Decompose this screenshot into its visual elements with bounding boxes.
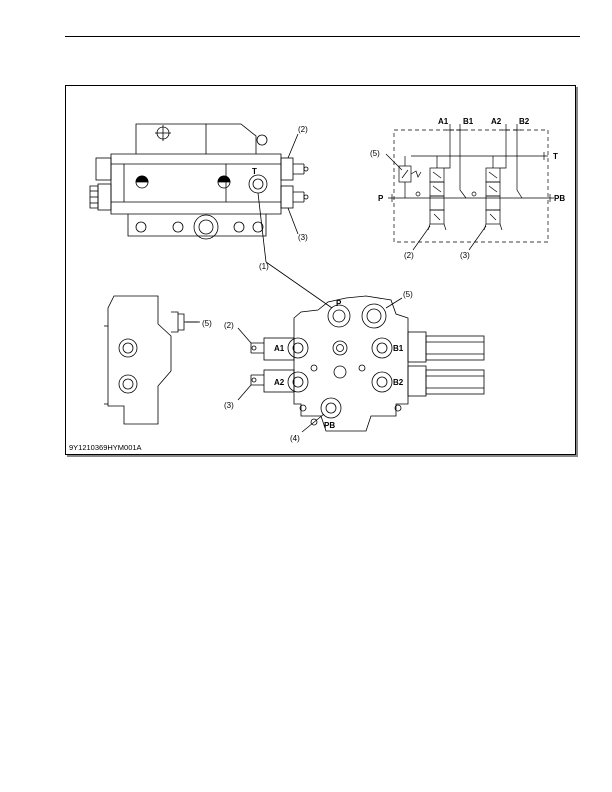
label-p-front: P (336, 299, 342, 308)
callout-2-schematic: (2) (404, 251, 414, 260)
callout-3-front: (3) (224, 401, 234, 410)
hydraulic-schematic (385, 124, 554, 251)
valve-side-view (89, 123, 309, 240)
label-pb-schematic: PB (554, 194, 565, 203)
callout-3-top: (3) (298, 233, 308, 242)
valve-front-view (237, 295, 485, 433)
label-b2-schematic: B2 (519, 117, 530, 126)
control-valve-illustration: T (2) (3) (1) A1 B1 A2 B2 T P PB (5) (2)… (89, 117, 565, 443)
callout-4-front: (4) (290, 434, 300, 443)
header-rule (65, 36, 580, 37)
label-t-schematic: T (553, 152, 558, 161)
callout-5-end: (5) (202, 319, 212, 328)
label-b1-schematic: B1 (463, 117, 474, 126)
callout-2-top: (2) (298, 125, 308, 134)
label-p-schematic: P (378, 194, 384, 203)
label-b1-front: B1 (393, 344, 404, 353)
leader-3-top (287, 207, 299, 235)
leader-2-top (287, 133, 299, 159)
figure-frame: T (2) (3) (1) A1 B1 A2 B2 T P PB (5) (2)… (65, 85, 576, 455)
label-a2-schematic: A2 (491, 117, 502, 126)
callout-1: (1) (259, 262, 269, 271)
label-a1-front: A1 (274, 344, 285, 353)
leader-1-t (257, 192, 267, 263)
callout-5-schematic: (5) (370, 149, 380, 158)
label-a1-schematic: A1 (438, 117, 449, 126)
label-a2-front: A2 (274, 378, 285, 387)
label-t-side: T (252, 167, 257, 176)
label-b2-front: B2 (393, 378, 404, 387)
callout-3-schematic: (3) (460, 251, 470, 260)
callout-5-front: (5) (403, 290, 413, 299)
valve-end-view (104, 295, 198, 425)
figure-id: 9Y1210369HYM001A (69, 443, 142, 452)
leader-1-p (265, 261, 333, 309)
callout-2-front: (2) (224, 321, 234, 330)
label-pb-front: PB (324, 421, 335, 430)
